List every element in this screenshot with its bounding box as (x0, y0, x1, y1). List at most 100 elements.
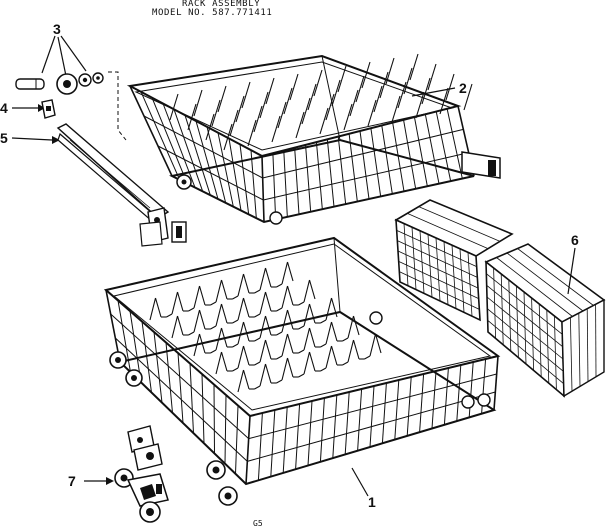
wire (215, 351, 223, 375)
wire (239, 144, 250, 215)
wire (220, 279, 228, 300)
wire (254, 361, 261, 366)
wire (254, 337, 261, 342)
wire (373, 85, 383, 113)
wire (357, 388, 363, 451)
wire (210, 325, 217, 330)
wire (424, 114, 440, 184)
wire (331, 79, 341, 107)
wire (166, 313, 173, 318)
wire (342, 337, 349, 342)
wire (211, 99, 221, 127)
wire (229, 109, 239, 137)
wire (445, 73, 455, 101)
wire (193, 89, 203, 117)
wire (213, 384, 215, 454)
wire (343, 103, 353, 131)
wire (141, 321, 152, 393)
wire (391, 95, 401, 123)
wire (281, 333, 289, 357)
wire (379, 71, 389, 99)
wire (220, 351, 228, 372)
wire (281, 357, 289, 381)
wire (348, 133, 358, 202)
wire (272, 153, 277, 220)
wire (319, 107, 329, 135)
wire (303, 351, 311, 375)
callout-1: 1 (368, 494, 376, 510)
wire (330, 345, 338, 366)
wire (263, 152, 469, 201)
wire (242, 273, 250, 294)
wire (487, 320, 564, 384)
wire (370, 128, 382, 197)
wire (217, 132, 234, 207)
wire (154, 297, 162, 318)
part-4-clip (12, 99, 56, 119)
callout-2: 2 (459, 80, 467, 96)
wire (456, 364, 462, 422)
wire (210, 301, 217, 306)
wire (487, 308, 564, 372)
wire (220, 303, 228, 324)
wire (276, 355, 283, 360)
wire (286, 261, 294, 282)
wire (157, 145, 264, 201)
wire (394, 379, 400, 440)
wire (406, 376, 412, 436)
wire (215, 279, 223, 303)
callout-3: 3 (53, 21, 61, 37)
part-3-roller-hardware (15, 35, 127, 141)
wire (149, 297, 157, 321)
wire (361, 61, 371, 89)
wire (215, 327, 223, 351)
wire (308, 351, 316, 372)
wire (259, 291, 267, 315)
wire (325, 345, 333, 369)
wire (286, 333, 294, 354)
wire (242, 321, 250, 342)
wire (349, 89, 359, 117)
wire (307, 83, 317, 111)
wire (232, 295, 239, 300)
wire (151, 97, 188, 184)
wire (235, 405, 239, 474)
wire (367, 99, 377, 127)
wire (232, 343, 239, 348)
wire (254, 289, 261, 294)
wire (114, 337, 248, 462)
wire (409, 53, 419, 81)
wire (443, 367, 449, 425)
wire (294, 147, 300, 215)
wire (330, 297, 338, 318)
wire (399, 271, 480, 310)
wire (187, 103, 197, 131)
wire (463, 83, 473, 111)
wire (352, 315, 360, 336)
wire (264, 315, 272, 336)
wire (320, 319, 327, 324)
wire (281, 261, 289, 285)
wire (313, 69, 323, 97)
wire (286, 357, 294, 378)
wire (435, 111, 452, 182)
wire (188, 307, 195, 312)
wire (242, 369, 250, 390)
wire (162, 103, 196, 188)
wire (259, 267, 267, 291)
wire (264, 267, 272, 288)
wire (286, 309, 294, 330)
wire (117, 300, 131, 373)
wire (237, 369, 245, 393)
wire (298, 301, 305, 306)
wire (303, 303, 311, 327)
wire (241, 81, 251, 109)
wire (235, 95, 245, 123)
wire (259, 339, 267, 363)
callout-4: 4 (0, 100, 8, 116)
wire (195, 120, 219, 200)
wire (276, 307, 283, 312)
wire (320, 343, 327, 348)
wire (173, 109, 204, 192)
wire (439, 87, 449, 115)
